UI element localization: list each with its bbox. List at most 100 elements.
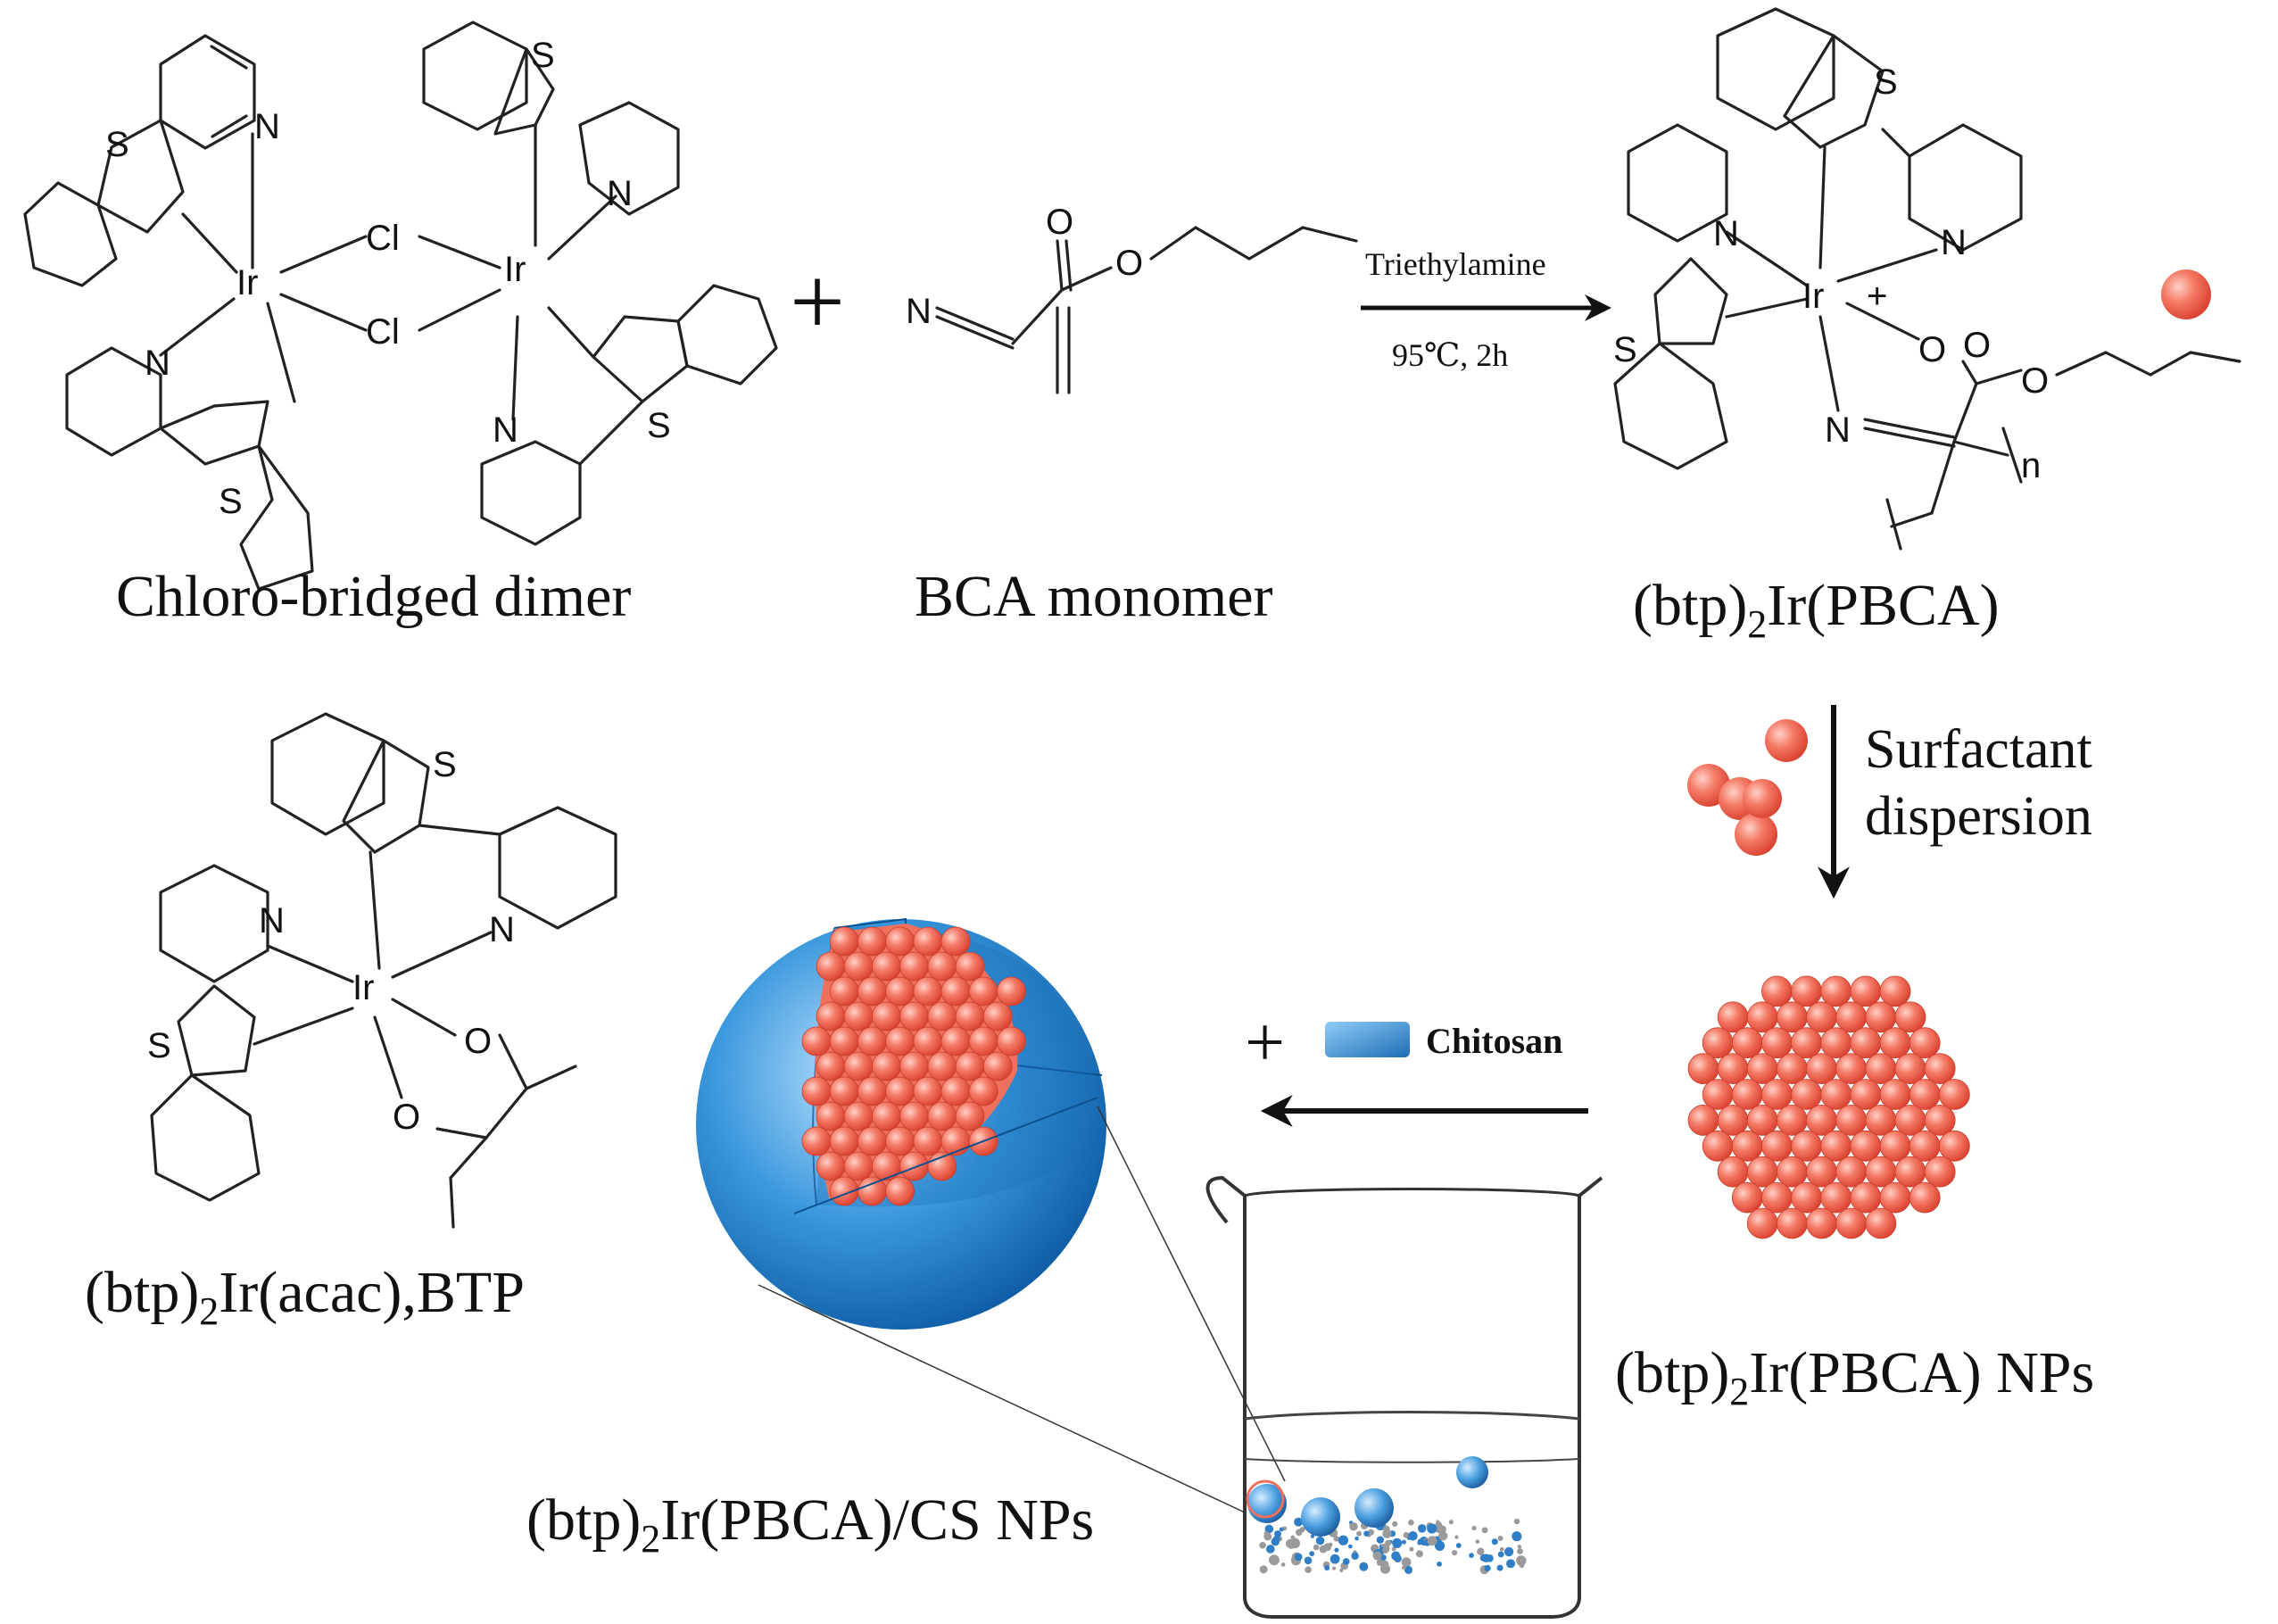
bead xyxy=(1865,1053,1897,1084)
sediment-speck xyxy=(1294,1553,1303,1562)
sediment-speck xyxy=(1437,1561,1443,1567)
sediment-speck xyxy=(1294,1517,1304,1527)
bead xyxy=(829,976,859,1007)
bead xyxy=(1791,1181,1822,1214)
cs-coated-nanosphere xyxy=(696,917,1106,1330)
sediment-speck xyxy=(1285,1538,1296,1548)
bead xyxy=(885,1026,915,1056)
bead xyxy=(1879,975,1911,1007)
atom-S-1: S xyxy=(105,125,129,164)
atom-N-c2: N xyxy=(1713,214,1739,253)
sediment-speck xyxy=(1475,1539,1480,1545)
bead xyxy=(1835,1207,1868,1239)
sediment-speck xyxy=(1299,1527,1305,1533)
bead xyxy=(843,1101,874,1131)
bead xyxy=(1777,1207,1808,1239)
bead xyxy=(1850,1027,1882,1059)
sediment-speck xyxy=(1259,1565,1268,1574)
bead xyxy=(1938,1130,1970,1162)
sediment-speck xyxy=(1477,1547,1485,1555)
bead xyxy=(1702,1027,1734,1059)
sediment-speck xyxy=(1315,1536,1325,1545)
atom-N-3: N xyxy=(607,174,633,213)
atom-n-repeat: n xyxy=(2021,446,2041,485)
bead xyxy=(1850,975,1882,1007)
reaction-reagent: Triethylamine xyxy=(1365,246,1546,282)
sediment-speck xyxy=(1434,1524,1444,1534)
sediment-speck xyxy=(1516,1555,1527,1566)
sediment-speck xyxy=(1305,1566,1312,1573)
bead xyxy=(1820,1027,1852,1059)
bead xyxy=(1761,1181,1793,1214)
sediment-speck xyxy=(1403,1531,1410,1538)
sediment-speck xyxy=(1481,1554,1491,1562)
bead xyxy=(843,1051,874,1081)
sediment-speck xyxy=(1376,1536,1385,1544)
atom-O-c1: O xyxy=(1918,330,1946,369)
atom-Ir-c: Ir xyxy=(1802,277,1824,316)
atom-O-ester: O xyxy=(1115,244,1143,283)
bead xyxy=(1717,1053,1749,1084)
bead xyxy=(927,951,957,982)
sediment-speck xyxy=(1455,1543,1462,1548)
bead xyxy=(872,1151,901,1181)
chloro-bridged-dimer-structure xyxy=(23,21,778,591)
sediment-speck xyxy=(1427,1523,1437,1534)
sediment-speck xyxy=(1268,1554,1280,1566)
sediment-speck xyxy=(1342,1558,1350,1565)
sediment-speck xyxy=(1392,1537,1403,1548)
sediment-speck xyxy=(1348,1544,1353,1549)
sediment-speck xyxy=(1379,1546,1383,1551)
caption-dimer: Chloro-bridged dimer xyxy=(116,564,631,629)
bead xyxy=(1879,1181,1911,1214)
atom-S-b2: S xyxy=(147,1026,171,1065)
bead xyxy=(1865,1105,1897,1136)
sediment-speck xyxy=(1391,1546,1396,1552)
atom-S-2: S xyxy=(219,482,243,521)
reaction-conditions: 95℃, 2h xyxy=(1392,337,1508,373)
bead xyxy=(982,1051,1013,1081)
bead xyxy=(1717,1105,1749,1136)
bead xyxy=(857,1126,887,1156)
sediment-speck xyxy=(1304,1556,1313,1565)
atom-S-b1: S xyxy=(433,745,457,784)
sediment-speck xyxy=(1471,1525,1477,1531)
atom-Ir-2: Ir xyxy=(504,250,526,289)
bead xyxy=(955,1051,985,1081)
bead xyxy=(940,1076,971,1106)
bead xyxy=(913,926,943,957)
sediment-speck xyxy=(1265,1545,1275,1554)
sediment-speck xyxy=(1454,1535,1459,1539)
atom-N-b1: N xyxy=(489,910,515,949)
bead xyxy=(899,1051,929,1081)
bead xyxy=(1924,1156,1956,1188)
atom-O-c2: O xyxy=(1963,326,1991,365)
bead xyxy=(1820,975,1852,1007)
bead xyxy=(1687,1105,1719,1136)
bead xyxy=(1746,1001,1778,1033)
sediment-speck xyxy=(1438,1531,1448,1541)
dispersion-label-line2: dispersion xyxy=(1865,786,2092,847)
atom-charge: + xyxy=(1867,277,1887,316)
bead xyxy=(913,1076,943,1106)
sediment-speck xyxy=(1481,1527,1488,1534)
sediment-speck xyxy=(1408,1520,1414,1526)
bead xyxy=(1879,1130,1911,1162)
bead xyxy=(1702,1079,1734,1110)
atom-N-c1: N xyxy=(1941,223,1967,262)
dispersion-label-line1: Surfactant xyxy=(1865,719,2092,780)
bead xyxy=(857,976,887,1007)
chitosan-label: Chitosan xyxy=(1426,1021,1562,1061)
bead xyxy=(1835,1156,1868,1188)
sediment-speck xyxy=(1319,1545,1328,1554)
atom-O-b2: O xyxy=(393,1098,420,1137)
bead xyxy=(899,1151,929,1181)
loose-nanoparticles xyxy=(1687,719,1808,856)
bead xyxy=(968,1026,998,1056)
zoom-line-top xyxy=(1097,1106,1286,1482)
sediment-speck xyxy=(1512,1531,1522,1542)
bead xyxy=(1850,1130,1882,1162)
bead xyxy=(885,1176,915,1206)
sediment-speck xyxy=(1448,1520,1454,1525)
sediment-speck xyxy=(1263,1531,1269,1536)
